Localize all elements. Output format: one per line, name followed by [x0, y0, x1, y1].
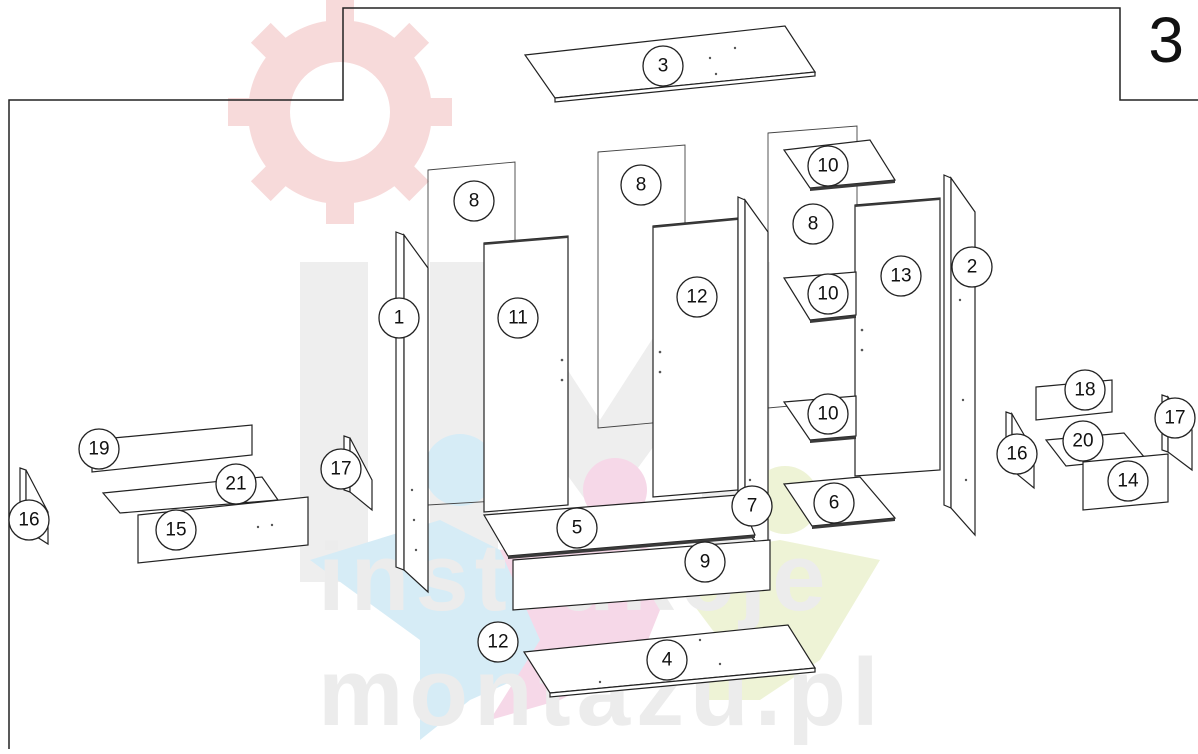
svg-text:9: 9: [700, 552, 711, 573]
panel-12-door: [652, 217, 739, 498]
part-label-18: 18: [1064, 369, 1106, 411]
svg-text:10: 10: [817, 284, 838, 305]
part-label-10-bottom: 10: [807, 393, 849, 435]
part-label-5: 5: [556, 507, 598, 549]
svg-text:3: 3: [658, 56, 669, 77]
svg-text:5: 5: [572, 518, 583, 539]
part-label-12-door: 12: [676, 276, 718, 318]
svg-text:17: 17: [330, 459, 351, 480]
svg-text:12: 12: [686, 287, 707, 308]
part-label-16-left: 16: [8, 499, 50, 541]
svg-text:12: 12: [487, 632, 508, 653]
part-label-10-middle: 10: [807, 273, 849, 315]
svg-text:11: 11: [508, 308, 528, 329]
part-label-17-left: 17: [320, 448, 362, 490]
svg-text:18: 18: [1074, 380, 1095, 401]
svg-text:1: 1: [394, 308, 405, 329]
svg-text:10: 10: [817, 404, 838, 425]
part-label-8-middle: 8: [620, 164, 662, 206]
svg-text:20: 20: [1072, 431, 1093, 452]
part-label-10-top: 10: [807, 145, 849, 187]
svg-text:8: 8: [636, 175, 647, 196]
part-label-13: 13: [880, 255, 922, 297]
part-label-21: 21: [215, 463, 257, 505]
svg-text:13: 13: [890, 266, 911, 287]
watermark-gear-icon: [228, 0, 452, 224]
svg-text:2: 2: [967, 257, 978, 278]
part-label-16-right: 16: [996, 433, 1038, 475]
svg-text:8: 8: [469, 191, 480, 212]
part-label-4: 4: [646, 639, 688, 681]
part-label-15: 15: [155, 509, 197, 551]
svg-text:10: 10: [817, 156, 838, 177]
svg-text:21: 21: [225, 474, 246, 495]
part-label-2: 2: [951, 246, 993, 288]
part-label-11: 11: [497, 297, 539, 339]
svg-text:17: 17: [1164, 408, 1185, 429]
part-label-8-right: 8: [792, 203, 834, 245]
svg-text:16: 16: [1006, 444, 1027, 465]
part-label-7: 7: [731, 485, 773, 527]
svg-text:16: 16: [18, 510, 39, 531]
part-label-3: 3: [642, 45, 684, 87]
svg-text:6: 6: [829, 493, 840, 514]
part-label-17-right: 17: [1154, 397, 1196, 439]
panel-13: [854, 197, 941, 477]
svg-text:8: 8: [808, 214, 819, 235]
part-label-19: 19: [78, 428, 120, 470]
svg-text:14: 14: [1117, 471, 1139, 492]
part-label-8-left: 8: [453, 180, 495, 222]
step-frame: [8, 7, 1198, 749]
step-number: 3: [1148, 4, 1184, 76]
panel-2: [943, 174, 976, 537]
panel-1: [395, 231, 429, 594]
part-label-9: 9: [684, 541, 726, 583]
shelf-5: [482, 494, 756, 559]
part-label-6: 6: [813, 482, 855, 524]
panel-7: [737, 196, 769, 557]
svg-text:7: 7: [747, 496, 758, 517]
part-label-14: 14: [1107, 460, 1149, 502]
svg-text:15: 15: [165, 520, 186, 541]
part-label-20: 20: [1062, 420, 1104, 462]
svg-text:4: 4: [662, 650, 673, 671]
part-label-12-bottom: 12: [477, 621, 519, 663]
panel-11: [483, 235, 569, 513]
svg-text:19: 19: [88, 439, 109, 460]
part-label-1: 1: [378, 297, 420, 339]
